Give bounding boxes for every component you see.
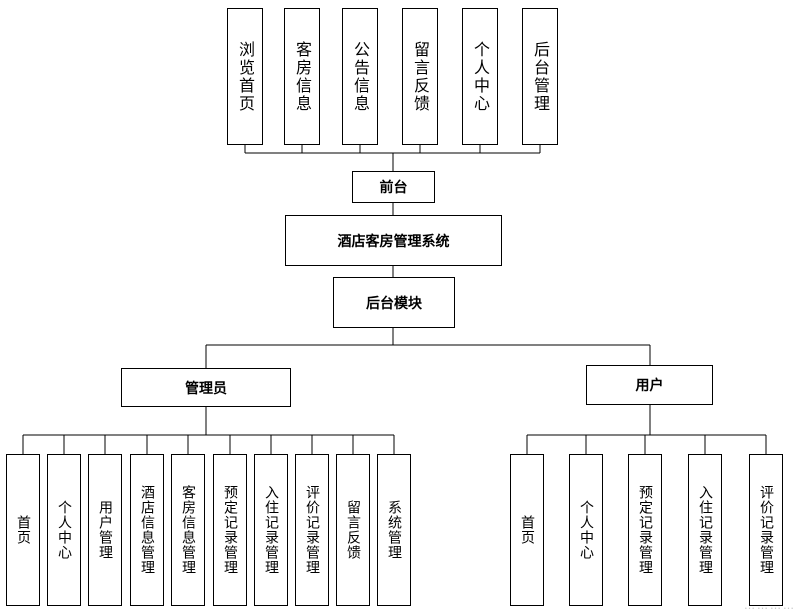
user-role-node: 用户 bbox=[586, 365, 713, 405]
user-module-review-record-management: 评价记录管理 bbox=[749, 454, 783, 606]
user-module-checkin-record-management: 入住记录管理 bbox=[688, 454, 722, 606]
admin-module-personal-center: 个人中心 bbox=[47, 454, 81, 606]
user-module-personal-center: 个人中心 bbox=[569, 454, 603, 606]
watermark-text: ………… bbox=[744, 599, 796, 612]
admin-module-booking-record-management: 预定记录管理 bbox=[213, 454, 247, 606]
admin-module-review-record-management: 评价记录管理 bbox=[295, 454, 329, 606]
system-title-node: 酒店客房管理系统 bbox=[285, 215, 502, 266]
front-module-announcement-info: 公告信息 bbox=[342, 8, 378, 145]
front-module-browse-home: 浏览首页 bbox=[227, 8, 263, 145]
front-module-backend-management: 后台管理 bbox=[522, 8, 558, 145]
admin-module-user-management: 用户管理 bbox=[88, 454, 122, 606]
admin-role-node: 管理员 bbox=[121, 368, 291, 407]
front-module-message-feedback: 留言反馈 bbox=[402, 8, 438, 145]
admin-module-home: 首页 bbox=[6, 454, 40, 606]
admin-module-room-info-management: 客房信息管理 bbox=[171, 454, 205, 606]
admin-module-message-feedback: 留言反馈 bbox=[336, 454, 370, 606]
admin-module-checkin-record-management: 入住记录管理 bbox=[254, 454, 288, 606]
user-module-booking-record-management: 预定记录管理 bbox=[628, 454, 662, 606]
admin-module-system-management: 系统管理 bbox=[377, 454, 411, 606]
user-module-home: 首页 bbox=[510, 454, 544, 606]
front-module-room-info: 客房信息 bbox=[284, 8, 320, 145]
front-module-personal-center: 个人中心 bbox=[462, 8, 498, 145]
front-node: 前台 bbox=[352, 171, 435, 203]
admin-module-hotel-info-management: 酒店信息管理 bbox=[130, 454, 164, 606]
backend-module-node: 后台模块 bbox=[333, 277, 455, 328]
